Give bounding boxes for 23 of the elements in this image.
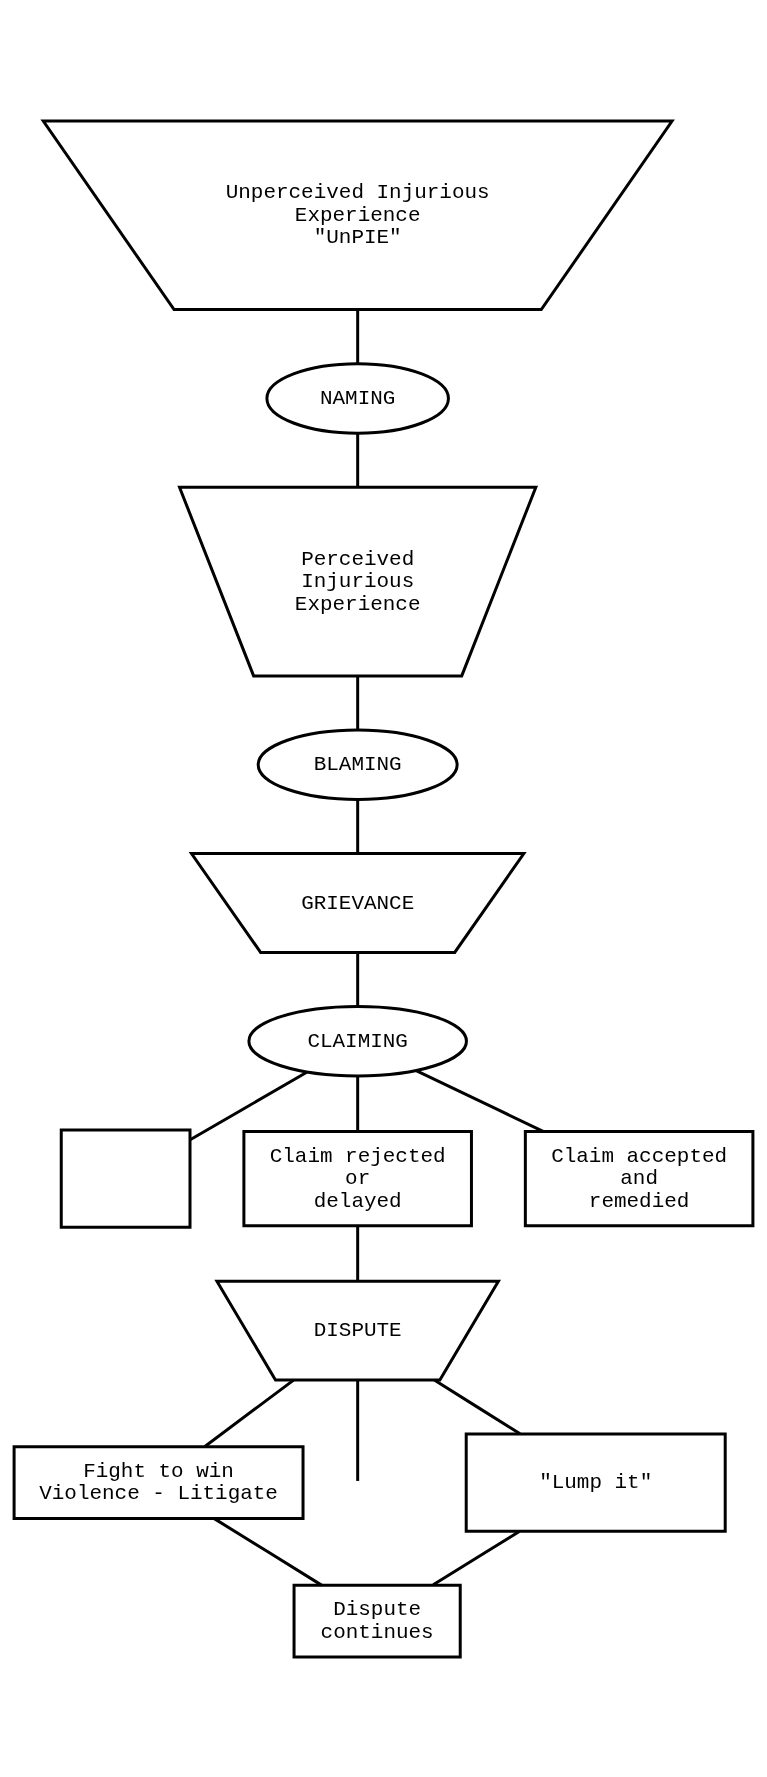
connector [416,1069,544,1133]
connector [356,675,360,729]
node-box: Fight to win Violence - Litigate [12,1444,305,1520]
connector [189,1070,308,1141]
connector [356,799,360,853]
connector [213,1516,323,1586]
connector [356,1076,360,1131]
node-ellipse: BLAMING [256,728,459,801]
node-box: Claim rejected or delayed [242,1129,473,1227]
connector [356,1379,360,1481]
connector [356,432,360,487]
node-ellipse: NAMING [265,361,450,435]
connector [356,952,360,1006]
connector [356,309,360,363]
node-box: "Lump it" [464,1431,727,1533]
node-box: Dispute continues [292,1583,462,1658]
node-ellipse: CLAIMING [247,1004,468,1077]
connector [203,1378,295,1448]
connector [356,1225,360,1281]
node-box: Claim accepted and remedied [523,1129,755,1227]
connector [432,1529,521,1586]
connector [433,1378,521,1435]
node-box [59,1128,192,1229]
